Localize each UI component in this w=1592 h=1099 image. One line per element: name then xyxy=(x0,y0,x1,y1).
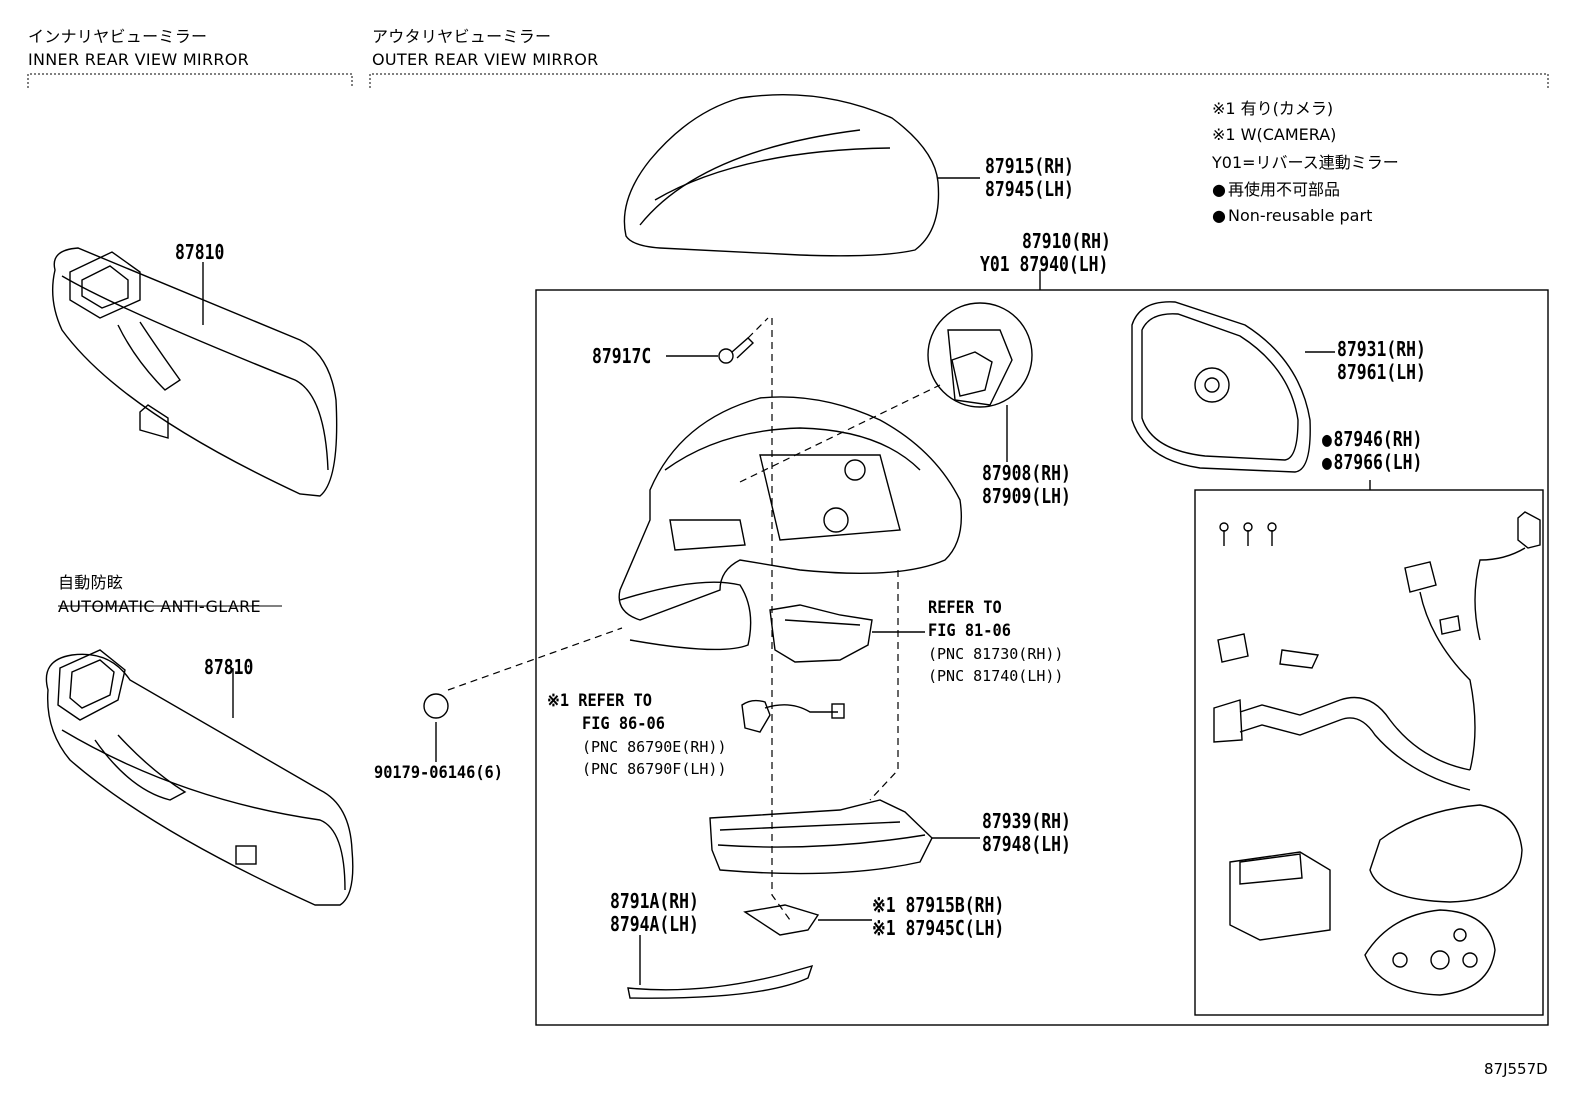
assembly-frame xyxy=(535,289,1549,1026)
part-87810-antiglare[interactable]: 87810 xyxy=(204,655,254,679)
part-87946-rh[interactable]: 87946(RH) xyxy=(1322,428,1423,450)
pnc-86790e: (PNC 86790E(RH)) xyxy=(582,738,727,756)
part-90179-06146[interactable]: 90179-06146(6) xyxy=(374,763,503,783)
section-brackets xyxy=(27,73,1549,88)
part-8791a-rh[interactable]: 8791A(RH) xyxy=(610,889,699,913)
auto-antiglare-mirror-drawing xyxy=(45,649,354,906)
dashed-assembly-lines xyxy=(447,317,941,921)
inner-mirror-drawing xyxy=(52,247,338,497)
turn-lamp-87939-drawing xyxy=(709,799,933,875)
turn-signal-bracket-drawing xyxy=(769,604,873,663)
part-87915b-rh[interactable]: ※1 87915B(RH) xyxy=(872,893,1005,917)
refer-fig-86-line1[interactable]: ※1 REFER TO xyxy=(547,691,652,711)
part-87931-rh[interactable]: 87931(RH) xyxy=(1337,337,1426,361)
inner-mirror-heading-jp: インナリヤビューミラー xyxy=(28,27,208,46)
auto-antiglare-heading-en: AUTOMATIC ANTI-GLARE xyxy=(58,597,261,616)
part-87939-rh[interactable]: 87939(RH) xyxy=(982,809,1071,833)
garnish-strip-drawing xyxy=(627,964,814,999)
part-87961-lh[interactable]: 87961(LH) xyxy=(1337,360,1426,384)
harness-subframe xyxy=(1194,489,1544,1016)
auto-antiglare-heading-jp: 自動防眩 xyxy=(58,573,124,592)
actuator-87908-drawing xyxy=(927,302,1033,408)
outer-mirror-heading-jp: アウタリヤビューミラー xyxy=(372,27,552,46)
refer-fig-81-line2[interactable]: FIG 81-06 xyxy=(928,621,1011,641)
legend-non-reusable-en: Non-reusable part xyxy=(1212,203,1372,229)
refer-fig-81-line1[interactable]: REFER TO xyxy=(928,598,1002,618)
part-87810-inner[interactable]: 87810 xyxy=(175,240,225,264)
pnc-86790f: (PNC 86790F(LH)) xyxy=(582,760,727,778)
part-87945c-lh[interactable]: ※1 87945C(LH) xyxy=(872,916,1005,940)
refer-fig-86-line2[interactable]: FIG 86-06 xyxy=(582,714,665,734)
part-87948-lh[interactable]: 87948(LH) xyxy=(982,832,1071,856)
pnc-81740: (PNC 81740(LH)) xyxy=(928,667,1064,685)
part-87917c[interactable]: 87917C xyxy=(592,344,652,368)
legend-non-reusable-jp: 再使用不可部品 xyxy=(1212,177,1340,203)
figure-code: 87J557D xyxy=(1484,1060,1548,1078)
mirror-housing-drawing xyxy=(618,396,963,651)
clip-90179-drawing xyxy=(423,693,449,719)
part-87910-rh[interactable]: 87910(RH) xyxy=(1022,229,1111,253)
pnc-81730: (PNC 81730(RH)) xyxy=(928,645,1064,663)
screw-87917c-drawing xyxy=(718,337,755,364)
wire-harness-drawing xyxy=(1213,511,1541,996)
camera-cable-drawing xyxy=(741,699,845,733)
part-87940-lh[interactable]: Y01 87940(LH) xyxy=(980,252,1109,276)
mirror-cover-drawing xyxy=(623,94,940,257)
part-87915-rh[interactable]: 87915(RH) xyxy=(985,154,1074,178)
part-87908-rh[interactable]: 87908(RH) xyxy=(982,461,1071,485)
legend-camera-en: ※1 W(CAMERA) xyxy=(1212,125,1337,144)
outer-mirror-heading-en: OUTER REAR VIEW MIRROR xyxy=(372,50,599,69)
inner-mirror-heading-en: INNER REAR VIEW MIRROR xyxy=(28,50,250,69)
part-87966-lh[interactable]: 87966(LH) xyxy=(1322,451,1423,473)
part-87909-lh[interactable]: 87909(LH) xyxy=(982,484,1071,508)
part-87945-lh[interactable]: 87945(LH) xyxy=(985,177,1074,201)
part-8794a-lh[interactable]: 8794A(LH) xyxy=(610,912,699,936)
legend-camera-jp: ※1 有り(カメラ) xyxy=(1212,99,1334,118)
legend-y01: Y01=リバース連動ミラー xyxy=(1212,153,1399,172)
mirror-glass-87931-drawing xyxy=(1131,301,1311,473)
camera-87915b-drawing xyxy=(743,904,820,936)
